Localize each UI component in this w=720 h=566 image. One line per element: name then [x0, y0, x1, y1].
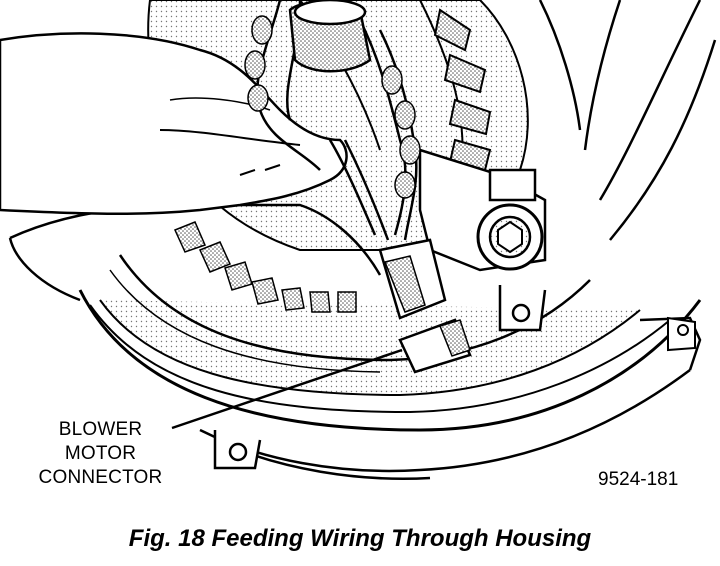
- figure-caption: Fig. 18 Feeding Wiring Through Housing: [128, 525, 592, 552]
- blower-motor-connector: [378, 238, 472, 374]
- bracket-with-bolt: [418, 148, 547, 272]
- reference-number: 9524-181: [598, 469, 679, 490]
- connector-callout-label: BLOWER MOTOR CONNECTOR: [18, 418, 183, 490]
- callout-line-2: MOTOR: [64, 443, 137, 464]
- mounting-tab-right: [498, 285, 696, 352]
- hand: [0, 32, 348, 215]
- wire-braid: [244, 15, 421, 199]
- callout-line-3: CONNECTOR: [38, 467, 163, 488]
- right-housing-lines: [538, 0, 717, 241]
- mounting-tab-left: [213, 430, 262, 470]
- gear-teeth: [173, 221, 357, 313]
- leader-line: [171, 348, 403, 430]
- motor-cap: [288, 0, 372, 73]
- callout-line-1: BLOWER: [58, 419, 143, 440]
